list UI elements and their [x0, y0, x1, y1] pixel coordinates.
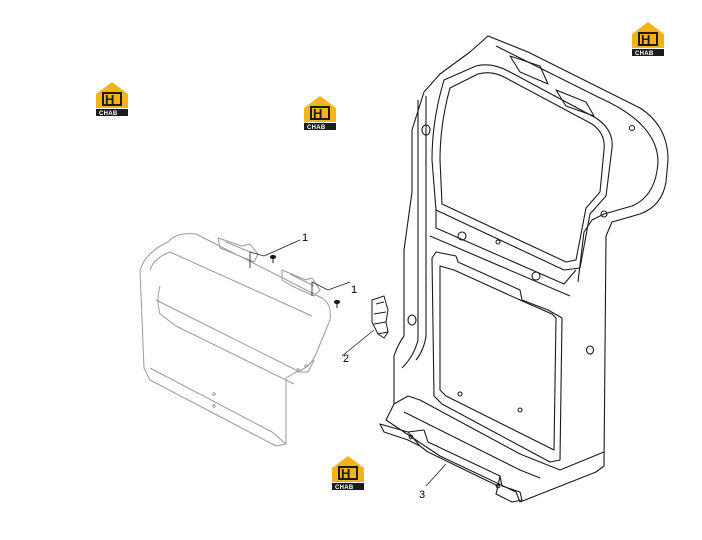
house-logo-icon — [304, 96, 336, 122]
leader-lines — [249, 239, 447, 487]
logo-brand: CHAB — [335, 485, 354, 491]
logo-brand: CHAB — [307, 125, 326, 131]
logo-letter: H — [105, 92, 114, 107]
house-logo-icon — [332, 456, 364, 482]
callout-3: 3 — [419, 489, 425, 501]
logo-letter: H — [641, 32, 650, 47]
leader-1a — [249, 239, 301, 268]
logo-brand: CHAB — [99, 111, 118, 117]
watermark-logo-1: H CHAB — [96, 82, 128, 117]
house-logo-icon — [96, 82, 128, 108]
logo-brand: CHAB — [635, 51, 654, 57]
screw-parts — [269, 254, 341, 308]
watermark-logo-2: H CHAB — [304, 96, 336, 131]
logo-letter: H — [313, 106, 322, 121]
watermark-logo-3: H CHAB — [632, 22, 664, 57]
logo-letter: H — [341, 466, 350, 481]
watermark-logo-4: H CHAB — [332, 456, 364, 491]
leader-1b — [311, 281, 351, 296]
callout-2: 2 — [343, 353, 349, 365]
leader-3 — [425, 463, 447, 487]
callout-1b: 1 — [351, 284, 357, 296]
callout-1a: 1 — [302, 232, 308, 244]
seat-back-frame — [385, 35, 669, 503]
latch-part — [371, 295, 389, 339]
house-logo-icon — [632, 22, 664, 48]
mounting-bracket — [379, 423, 523, 503]
seat-cushion-reference — [139, 233, 331, 447]
leader-2 — [341, 329, 375, 357]
